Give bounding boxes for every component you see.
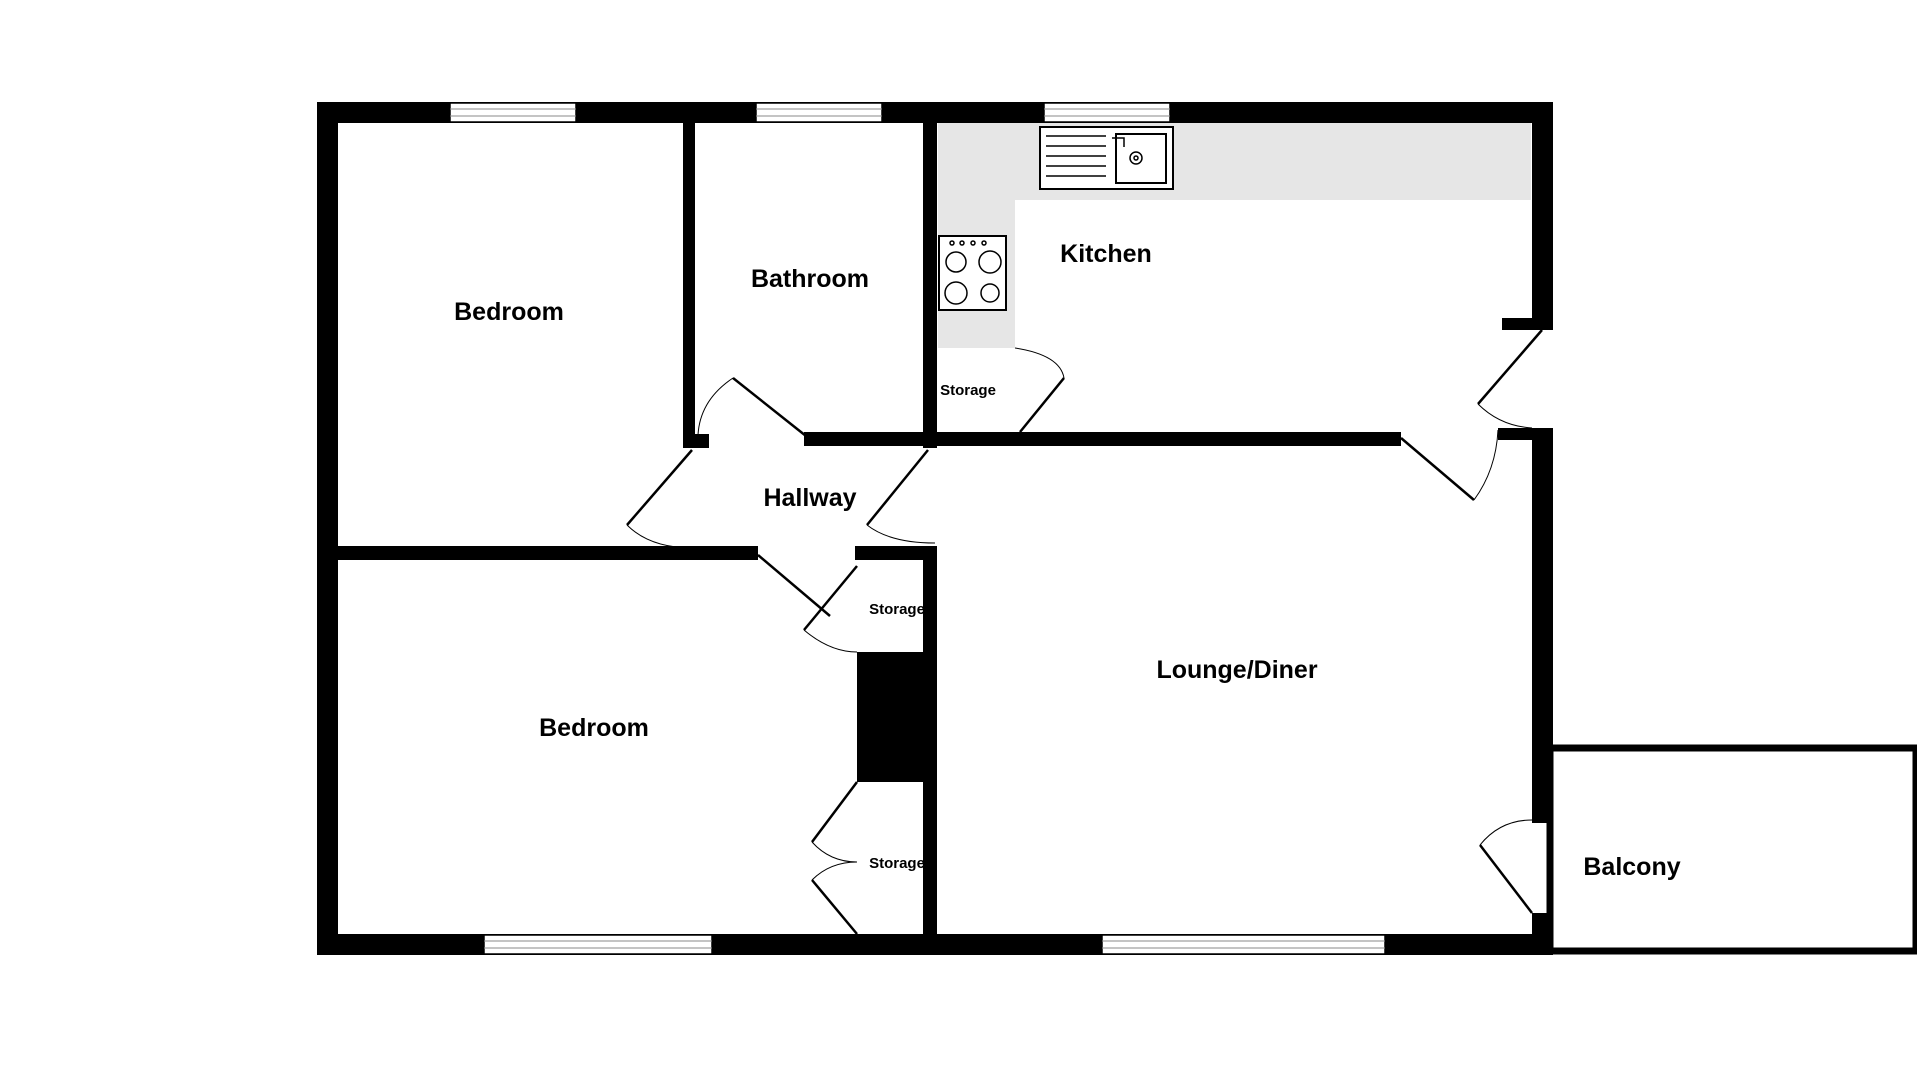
room-label-hall-storage: Storage — [869, 601, 925, 618]
door-swing-icon — [697, 377, 807, 437]
room-label-bathroom: Bathroom — [751, 265, 869, 293]
room-label-kitchen-storage: Storage — [940, 382, 996, 399]
room-label-bedroom-bottom: Bedroom — [539, 714, 649, 742]
outer-walls — [317, 102, 1553, 955]
room-label-kitchen: Kitchen — [1060, 240, 1152, 268]
balcony-outline — [1546, 744, 1917, 955]
window-icon — [755, 102, 883, 123]
window-icon — [449, 102, 577, 123]
door-swing-icon — [1400, 429, 1499, 501]
doors — [626, 329, 1543, 935]
window-icon — [1043, 102, 1171, 123]
door-swing-icon — [1477, 329, 1543, 429]
door-swing-icon — [626, 449, 694, 549]
door-swing-icon — [757, 554, 831, 617]
interior-walls — [338, 123, 1401, 936]
room-labels: Bedroom Bathroom Kitchen Storage Hallway… — [454, 240, 1681, 881]
kitchen-worktops — [938, 123, 1531, 348]
room-label-lounge-diner: Lounge/Diner — [1156, 656, 1317, 684]
room-label-hallway: Hallway — [763, 484, 856, 512]
door-swing-icon — [866, 449, 936, 544]
window-icon — [483, 934, 713, 955]
hob-icon — [938, 235, 1007, 311]
door-swing-icon — [811, 781, 858, 935]
room-label-bedroom-storage: Storage — [869, 855, 925, 872]
room-label-balcony: Balcony — [1583, 853, 1680, 881]
room-label-bedroom-top: Bedroom — [454, 298, 564, 326]
door-swing-icon — [803, 565, 858, 653]
door-swing-icon — [1479, 819, 1533, 914]
door-swing-icon — [1014, 347, 1065, 433]
window-icon — [1101, 934, 1386, 955]
windows — [449, 102, 1386, 955]
sink-icon — [1039, 126, 1174, 190]
